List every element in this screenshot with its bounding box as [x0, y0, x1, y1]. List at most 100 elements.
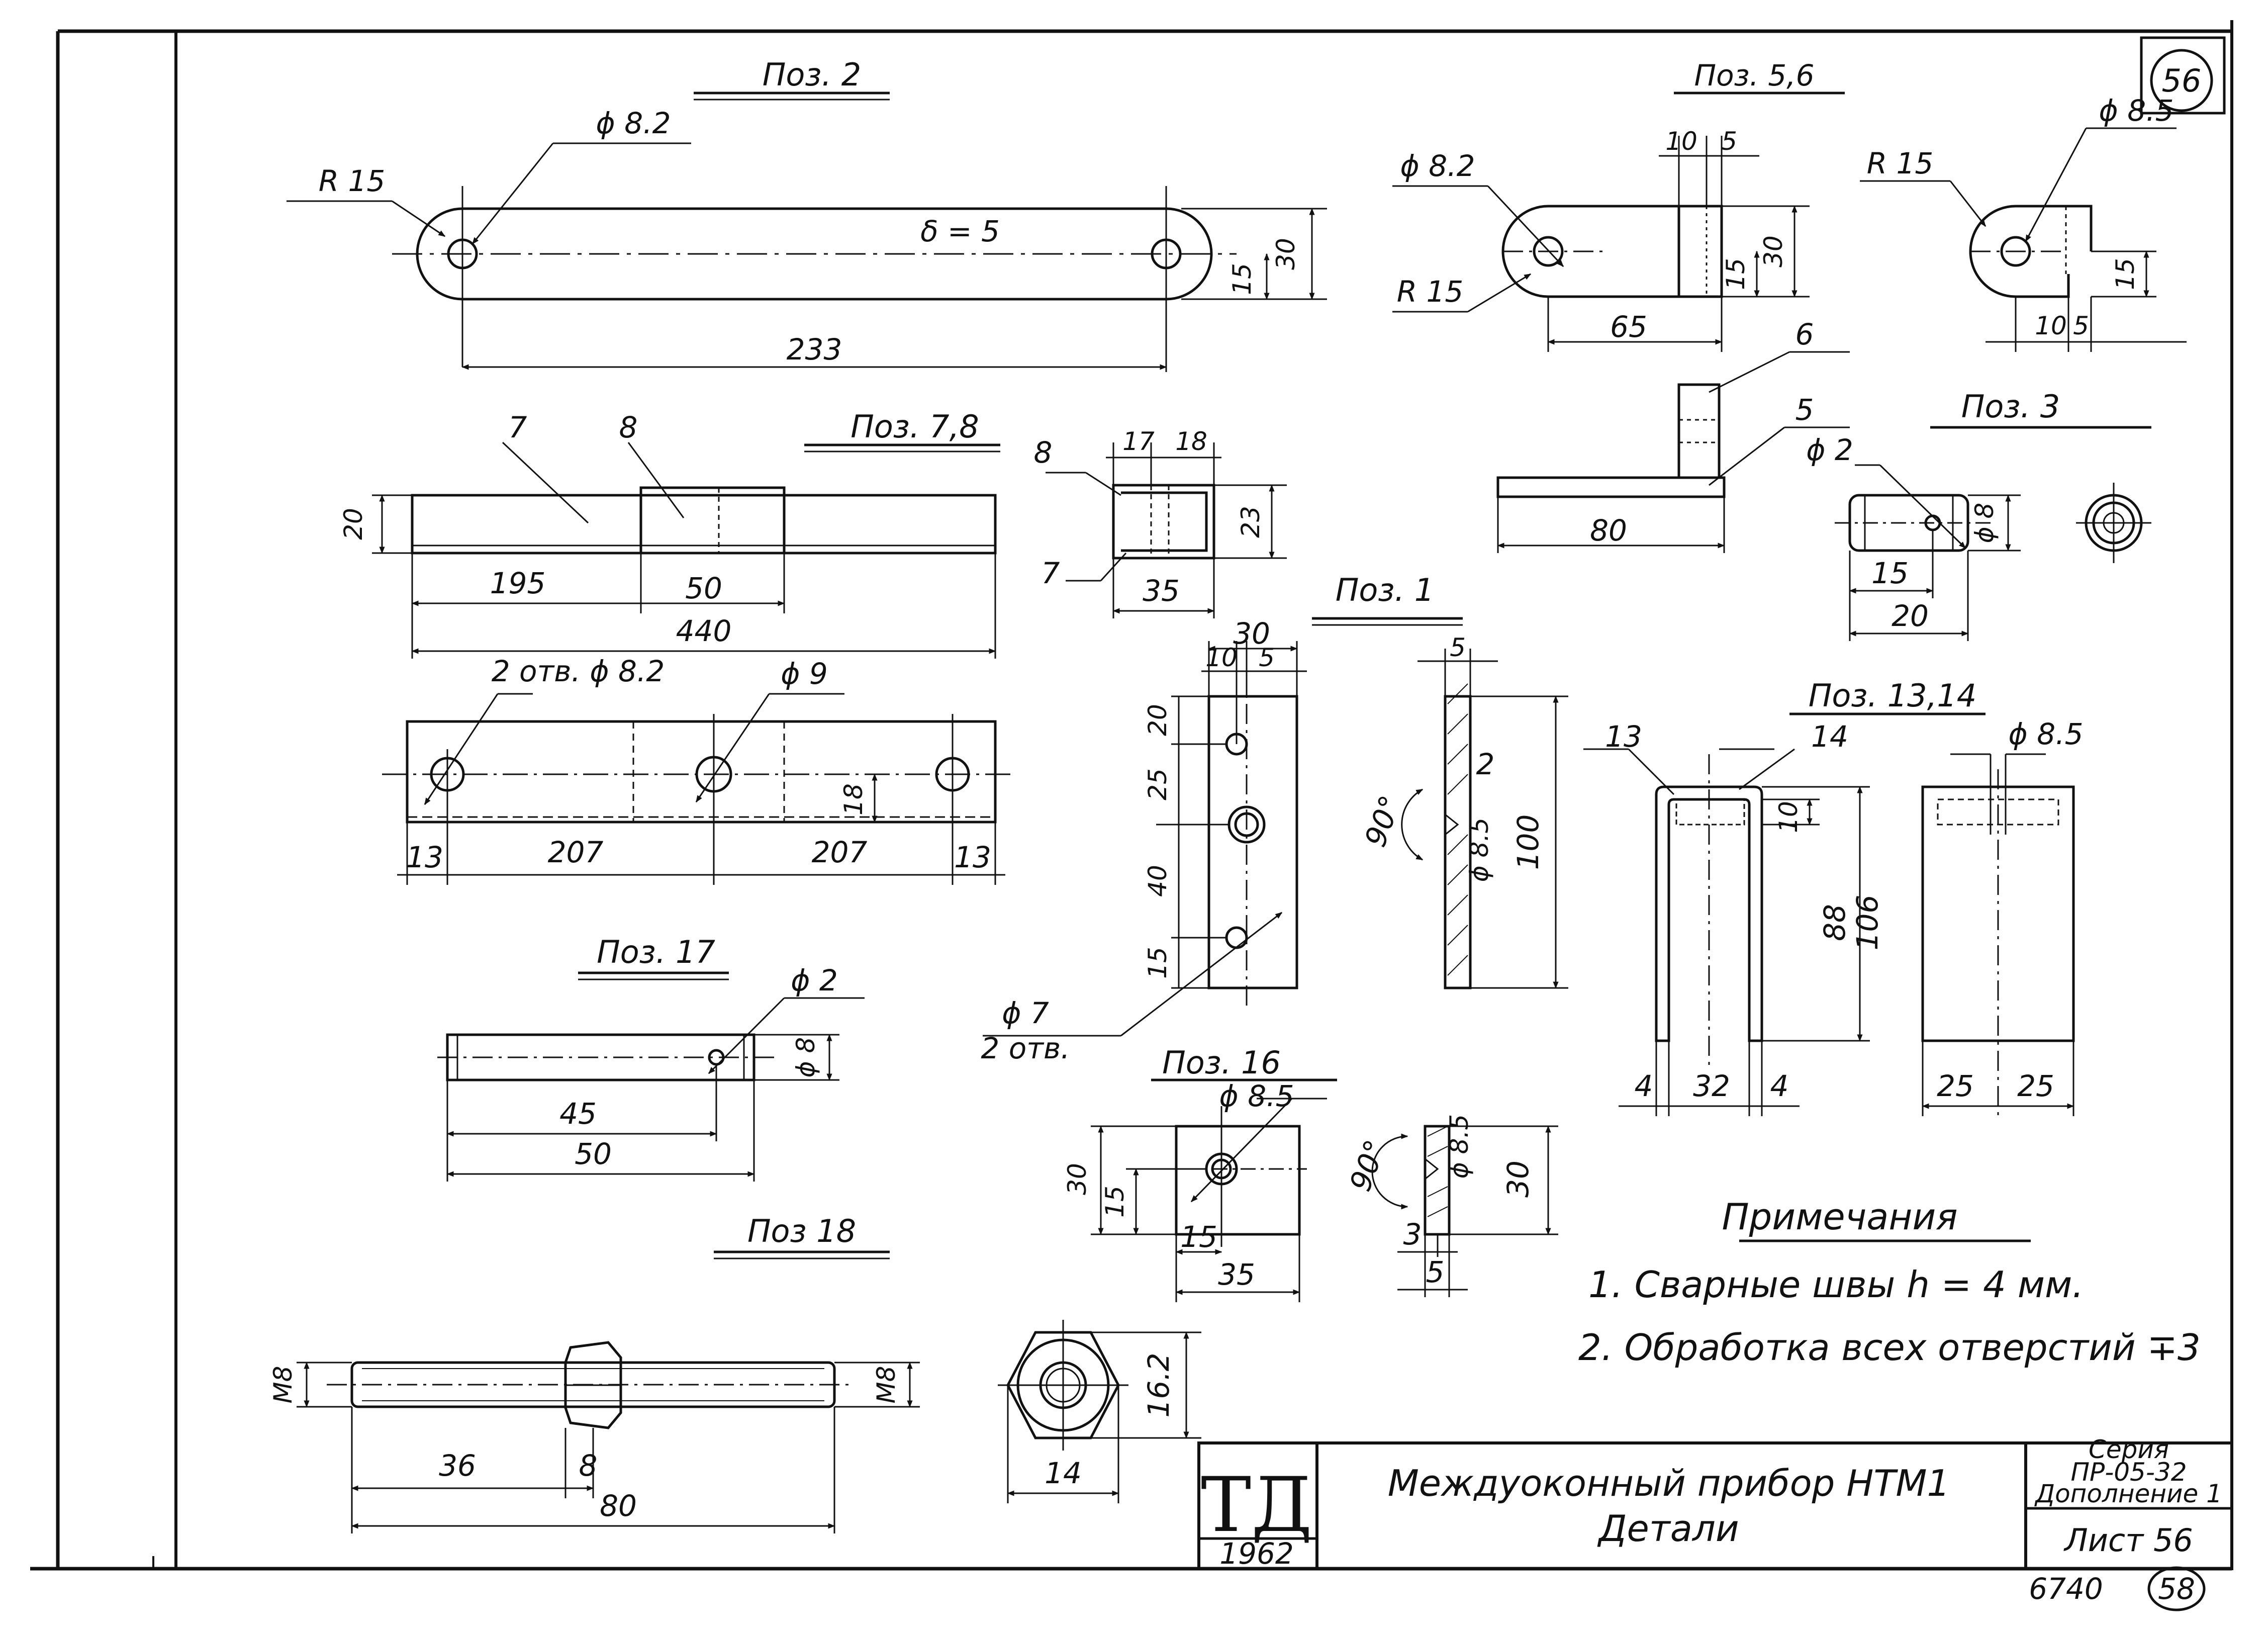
pos3-d15: 15 — [1871, 556, 1909, 590]
pos17-hole: ϕ 2 — [791, 963, 838, 998]
pos1-drawing: Поз. 1 30 10 5 20 25 40 15 ϕ 7 2 отв. — [981, 572, 1568, 1065]
pos56-height: 30 — [1759, 235, 1788, 267]
sheet-number-text: 56 — [2162, 62, 2202, 99]
pos78-sec23: 23 — [1236, 506, 1265, 538]
note-item-1: 1. Сварные швы h = 4 мм. — [1588, 1263, 2084, 1306]
stamp-title-line2: Детали — [1597, 1507, 1739, 1550]
pos16-t5: 5 — [1426, 1255, 1445, 1289]
stamp-year: 1962 — [1219, 1536, 1294, 1571]
pos56-dim5: 5 — [1721, 127, 1737, 156]
pos16-h30: 30 — [1063, 1163, 1092, 1195]
pos17-d45: 45 — [559, 1097, 597, 1131]
notes-heading: Примечания — [1722, 1196, 1957, 1238]
pos56-assy6: 6 — [1795, 317, 1814, 351]
pos1-holes-qty: 2 отв. — [981, 1031, 1070, 1065]
pos3-d20: 20 — [1892, 599, 1929, 633]
pos1-w5: 5 — [1259, 643, 1275, 672]
pos18-d80: 80 — [600, 1489, 637, 1523]
stamp-supplement: Дополнение 1 — [2034, 1479, 2222, 1508]
pos16-title: Поз. 16 — [1162, 1044, 1281, 1081]
pos78-d13a: 13 — [406, 840, 443, 874]
pos56-drawing: Поз. 5,6 65 10 5 30 15 ϕ 8.2 R 15 — [1392, 58, 2187, 553]
pos78-sec18: 18 — [1175, 427, 1207, 456]
pos56-radius-right: R 15 — [1867, 146, 1934, 180]
pos78-label7: 7 — [509, 410, 527, 444]
pos1-h100: 100 — [1511, 815, 1545, 870]
pos1314-hole: ϕ 8.5 — [2009, 717, 2084, 751]
pos1-holes: ϕ 7 — [1002, 996, 1049, 1030]
pos2-height: 30 — [1271, 238, 1300, 270]
pos1314-label14: 14 — [1811, 719, 1848, 754]
pos1314-d25b: 25 — [2017, 1069, 2054, 1103]
pos1314-d4b: 4 — [1770, 1069, 1789, 1103]
pos1-v15: 15 — [1143, 947, 1172, 979]
pos1-v20: 20 — [1143, 704, 1172, 736]
pos1314-drawing: Поз. 13,14 13 14 10 88 106 4 32 4 — [1583, 677, 2083, 1116]
pos1314-d25a: 25 — [1937, 1069, 1974, 1103]
pos56-side10: 10 — [2035, 311, 2067, 340]
pos2-length: 233 — [787, 332, 842, 367]
notes: Примечания 1. Сварные швы h = 4 мм. 2. О… — [1578, 1196, 2201, 1369]
pos1-t5: 5 — [1450, 633, 1466, 662]
pos18-drawing: Поз 18 М8 М8 36 8 80 16.2 — [268, 1213, 1201, 1533]
pos1-d2: 2 — [1476, 747, 1495, 781]
pos78-d207b: 207 — [812, 835, 868, 869]
pos1-v40: 40 — [1143, 865, 1172, 897]
pos1-w30: 30 — [1233, 616, 1270, 651]
pos78-hole9: ϕ 9 — [781, 657, 828, 691]
pos18-nut-h: 16.2 — [1142, 1352, 1176, 1417]
pos16-t3: 3 — [1403, 1217, 1422, 1251]
pos18-thread-left: М8 — [268, 1366, 298, 1404]
pos1314-d10: 10 — [1774, 801, 1803, 833]
pos78-title: Поз. 7,8 — [850, 408, 979, 445]
pos78-d440: 440 — [676, 614, 732, 648]
sheet-frame — [30, 20, 2233, 1571]
pos1314-title: Поз. 13,14 — [1809, 677, 1976, 714]
pos1314-d32: 32 — [1693, 1069, 1730, 1103]
pos2-thickness: δ = 5 — [920, 214, 1000, 248]
pos78-sec35: 35 — [1143, 574, 1180, 608]
archive-number: 6740 — [2029, 1572, 2103, 1606]
pos56-assy80: 80 — [1590, 513, 1627, 548]
pos56-radius-left: R 15 — [1397, 275, 1464, 309]
pos2-half: 15 — [1227, 263, 1257, 295]
stamp-series-label: Серия — [2089, 1435, 2169, 1464]
sheet-number-circle: 56 — [2140, 36, 2226, 115]
pos78-d207a: 207 — [548, 835, 604, 869]
pos56-length: 65 — [1610, 310, 1647, 344]
corner-number: 58 — [2158, 1572, 2195, 1606]
pos17-title: Поз. 17 — [597, 934, 715, 970]
pos17-dia: ϕ 8 — [791, 1037, 820, 1078]
pos56-assy5: 5 — [1795, 393, 1814, 427]
pos3-dia: ϕ 8 — [1970, 503, 1999, 544]
pos56-hole-right: ϕ 8.5 — [2099, 94, 2174, 128]
title-block: ТД 1962 Междуоконный прибор НТМ1 Детали … — [1197, 1435, 2233, 1611]
pos17-d50: 50 — [575, 1137, 612, 1171]
pos78-h20: 20 — [339, 508, 368, 540]
pos16-angle: 90° — [1343, 1135, 1393, 1196]
pos1-dcs: ϕ 8.5 — [1465, 818, 1494, 882]
pos3-title: Поз. 3 — [1961, 388, 2060, 425]
pos3-hole: ϕ 2 — [1806, 433, 1853, 467]
stamp-series-code: ПР-05-32 — [2070, 1458, 2187, 1487]
corner-circle — [2147, 1566, 2206, 1611]
pos78-d13b: 13 — [954, 840, 991, 874]
pos17-drawing: Поз. 17 ϕ 2 ϕ 8 45 50 — [437, 934, 865, 1182]
pos1314-label13: 13 — [1605, 719, 1642, 754]
pos78-sec7: 7 — [1042, 556, 1060, 590]
stamp-title-line1: Междуоконный прибор НТМ1 — [1388, 1462, 1950, 1504]
pos56-dim10: 10 — [1665, 127, 1697, 156]
pos2-drawing: Поз. 2 233 δ = 5 30 15 ϕ 8.2 R 15 — [287, 56, 1327, 372]
stamp-sheet: Лист 56 — [2063, 1522, 2193, 1559]
pos18-d8: 8 — [579, 1449, 598, 1483]
pos78-d195: 195 — [490, 566, 546, 600]
pos1314-d4a: 4 — [1635, 1069, 1653, 1103]
pos16-dcs: ϕ 8.5 — [1445, 1114, 1474, 1179]
pos56-side15: 15 — [2111, 258, 2140, 290]
pos78-d50: 50 — [685, 571, 722, 605]
pos1314-d88: 88 — [1818, 904, 1852, 941]
pos78-sec8: 8 — [1034, 435, 1053, 470]
pos2-hole: ϕ 8.2 — [596, 106, 671, 140]
pos16-s30: 30 — [1501, 1160, 1535, 1198]
pos56-title: Поз. 5,6 — [1694, 58, 1814, 93]
